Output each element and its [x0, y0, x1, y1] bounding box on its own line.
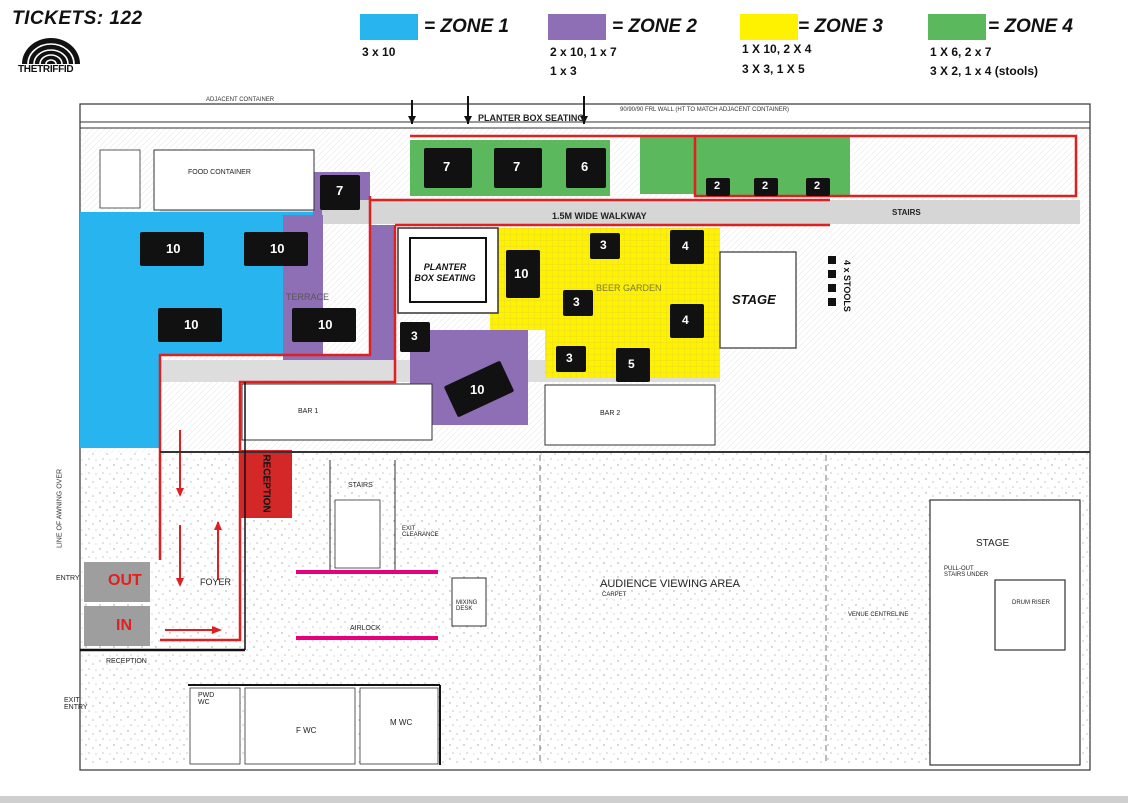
carpet-label: CARPET: [602, 592, 627, 598]
exit-clearance-label: EXIT CLEARANCE: [402, 526, 439, 538]
table-label: 4: [682, 239, 689, 253]
in-box: [84, 606, 150, 646]
tables-layer: [140, 148, 830, 417]
bar1: [241, 383, 433, 441]
zone1-label: = ZONE 1: [424, 16, 509, 37]
mixing-desk: [451, 577, 487, 627]
out-label: OUT: [108, 572, 142, 589]
zone1-desc: 3 x 10: [362, 45, 396, 59]
stairs-label: STAIRS: [348, 482, 373, 489]
table-label: 5: [628, 357, 635, 371]
stairs-block: [334, 499, 381, 569]
indoor-stage-label: STAGE: [976, 538, 1010, 549]
pullout-stairs-label: PULL-OUT STAIRS UNDER: [944, 566, 989, 578]
planter-box: [397, 227, 499, 314]
zone3-label: = ZONE 3: [798, 16, 883, 37]
adjacent-container-label: ADJACENT CONTAINER: [206, 97, 275, 103]
triffid-logo: [20, 36, 82, 66]
table-label: 3: [573, 295, 580, 309]
zone2-label: = ZONE 2: [612, 16, 697, 37]
planter-box-seating-label: PLANTER BOX SEATING: [414, 262, 476, 283]
zone4-label: = ZONE 4: [988, 16, 1073, 37]
table-label: 7: [513, 159, 521, 174]
table-label: 10: [184, 317, 199, 332]
table-label: 7: [336, 183, 344, 198]
mwc-label: M WC: [390, 718, 413, 727]
reception-label: RECEPTION: [260, 454, 272, 513]
table-label: 10: [270, 241, 285, 256]
access-stairs-label: STAIRS: [892, 208, 921, 217]
table-label: 3: [600, 238, 607, 252]
bottom-bar: [0, 796, 1128, 803]
zone3-area: [490, 228, 720, 378]
reception-small-label: RECEPTION: [106, 658, 147, 665]
pwd-wc-label: PWD WC: [198, 692, 215, 706]
bar2-label: BAR 2: [600, 410, 621, 417]
venue-centreline-label: VENUE CENTRELINE: [848, 612, 909, 618]
table-label: 10: [470, 382, 485, 397]
outdoor-stage-label: STAGE: [732, 292, 776, 307]
zone2-desc-1: 2 x 10, 1 x 7: [550, 45, 617, 59]
table-label: 2: [814, 180, 821, 192]
table-label: 10: [514, 266, 529, 281]
table-label: 7: [443, 159, 451, 174]
zone3-desc-1: 1 X 10, 2 X 4: [742, 42, 812, 56]
zone3-desc-2: 3 X 3, 1 X 5: [742, 62, 805, 76]
out-box: [84, 562, 150, 602]
bar2: [544, 384, 716, 446]
zone1-swatch: [360, 14, 418, 40]
table-label: 2: [714, 180, 721, 192]
zone4-swatch: [928, 14, 986, 40]
zone4-desc-2: 3 X 2, 1 x 4 (stools): [930, 64, 1039, 78]
terrace-label: TERRACE: [286, 292, 330, 302]
mixing-desk-label: MIXING DESK: [456, 600, 478, 612]
table-label: 10: [318, 317, 333, 332]
zone3-swatch: [740, 14, 798, 40]
zone2-swatch: [548, 14, 606, 40]
table-label: 6: [581, 159, 589, 174]
zone4-desc-1: 1 X 6, 2 x 7: [930, 45, 992, 59]
table-label: 3: [411, 329, 418, 343]
food-container-label: FOOD CONTAINER: [188, 169, 251, 176]
triffid-logo-icon: [22, 38, 80, 65]
table-label: 3: [566, 351, 573, 365]
drum-riser-label: DRUM RISER: [1012, 600, 1051, 606]
in-label: IN: [116, 617, 132, 634]
planter-box-seating-top-label: PLANTER BOX SEATING: [478, 113, 585, 123]
table-label: 4: [682, 313, 689, 327]
table-label: 2: [762, 180, 769, 192]
zone2-desc-2: 1 x 3: [550, 64, 577, 78]
entry-label: ENTRY: [56, 575, 80, 582]
airlock-label: AIRLOCK: [350, 625, 381, 632]
foyer-label: FOYER: [200, 577, 232, 587]
food-container: [153, 149, 315, 211]
drum-riser: [994, 579, 1066, 651]
exit-entry-label: EXIT ENTRY: [64, 697, 88, 711]
fwc-label: F WC: [296, 726, 317, 735]
bar1-label: BAR 1: [298, 408, 319, 415]
tickets-count: TICKETS: 122: [12, 8, 143, 29]
audience-area-label: AUDIENCE VIEWING AREA: [600, 578, 740, 590]
outdoor-stage: [719, 251, 797, 349]
frl-wall-label: 90/90/90 FRL WALL (HT TO MATCH ADJACENT …: [620, 107, 790, 113]
logo-text: THETRIFFID: [18, 64, 74, 75]
table-label: 10: [166, 241, 181, 256]
awning-label: LINE OF AWNING OVER: [56, 468, 64, 549]
beer-garden-label: BEER GARDEN: [596, 283, 662, 293]
reception-block: [240, 450, 292, 518]
walkway-label: 1.5M WIDE WALKWAY: [552, 211, 647, 221]
stools-label: 4 x STOOLS: [842, 260, 852, 312]
